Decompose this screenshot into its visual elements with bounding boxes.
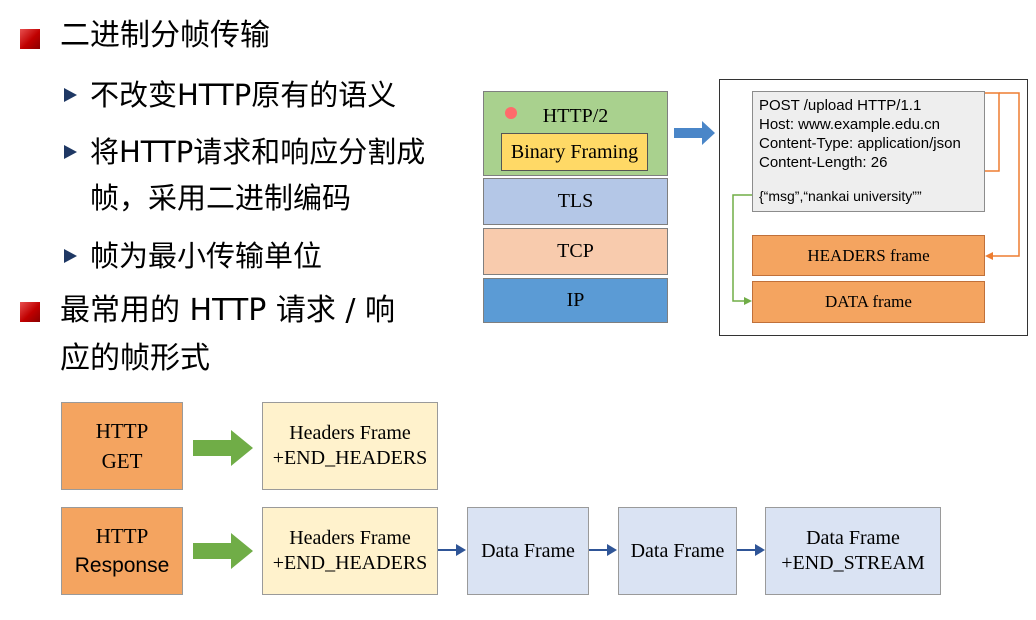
response-headers-frame-box: Headers Frame +END_HEADERS	[262, 507, 438, 595]
data-frame-end-line2: +END_STREAM	[781, 552, 925, 574]
data-frame-label-1: Data Frame	[481, 539, 575, 562]
sub-bullet-split-line2: 帧，采用二进制编码	[90, 181, 352, 215]
http-response-line2: Response	[74, 554, 170, 577]
headers-frame-label: HEADERS frame	[807, 245, 930, 265]
get-headers-frame-box: Headers Frame +END_HEADERS	[262, 402, 438, 490]
triangle-bullet-icon	[64, 88, 77, 102]
data-frame-box-1: Data Frame	[467, 507, 589, 595]
blue-arrow-icon	[438, 544, 466, 556]
bullet-square-icon	[20, 302, 40, 322]
get-headers-line1: Headers Frame	[289, 422, 411, 444]
bullet-common-forms-line1: 最常用的 HTTP 请求 / 响	[60, 293, 396, 328]
data-frame-end-stream-box: Data Frame +END_STREAM	[765, 507, 941, 595]
http-get-box: HTTP GET	[61, 402, 183, 490]
request-body: {“msg”,“nankai university””	[759, 188, 922, 204]
host-header: Host: www.example.edu.cn	[759, 116, 940, 133]
sub-bullet-smallest-unit: 帧为最小传输单位	[90, 239, 323, 273]
http2-label: HTTP/2	[542, 105, 609, 127]
binary-framing-label: Binary Framing	[510, 140, 639, 163]
http-response-line1: HTTP	[95, 524, 149, 548]
data-frame-end-line1: Data Frame	[806, 527, 900, 549]
http-response-box: HTTP Response	[61, 507, 183, 595]
triangle-bullet-icon	[64, 145, 77, 159]
sub-bullet-split-line1: 将HTTP请求和响应分割成	[90, 135, 426, 169]
data-frame-label: DATA frame	[825, 292, 912, 311]
data-frame-box-2: Data Frame	[618, 507, 737, 595]
http-get-line2: GET	[101, 449, 143, 473]
blue-arrow-icon	[589, 544, 617, 556]
ip-layer: IP	[483, 278, 668, 323]
content-type-header: Content-Type: application/json	[759, 135, 961, 152]
ip-label: IP	[566, 289, 585, 311]
content-length-header: Content-Length: 26	[759, 154, 888, 171]
sub-bullet-semantics: 不改变HTTP原有的语义	[90, 78, 397, 112]
data-frame-box: DATA frame	[752, 281, 985, 323]
triangle-bullet-icon	[64, 249, 77, 263]
http-get-line1: HTTP	[95, 419, 149, 443]
green-arrow-icon	[193, 533, 253, 569]
binary-framing-layer: Binary Framing	[501, 133, 648, 171]
tls-label: TLS	[557, 190, 594, 212]
red-dot-icon	[505, 107, 517, 119]
tls-layer: TLS	[483, 178, 668, 225]
green-arrow-icon	[193, 430, 253, 466]
headers-frame-box: HEADERS frame	[752, 235, 985, 276]
mapping-connectors	[732, 92, 1020, 305]
tcp-label: TCP	[557, 240, 594, 262]
request-message: POST /upload HTTP/1.1 Host: www.example.…	[752, 91, 985, 212]
request-line: POST /upload HTTP/1.1	[759, 97, 922, 114]
bullet-common-forms-line2: 应的帧形式	[60, 341, 210, 376]
tcp-layer: TCP	[483, 228, 668, 275]
response-headers-line1: Headers Frame	[289, 527, 411, 549]
data-frame-label-2: Data Frame	[630, 539, 725, 562]
bullet-binary-framing: 二进制分帧传输	[60, 18, 270, 53]
get-headers-line2: +END_HEADERS	[272, 447, 428, 469]
right-arrow-icon	[674, 121, 715, 145]
blue-arrow-icon	[737, 544, 765, 556]
response-headers-line2: +END_HEADERS	[272, 552, 428, 574]
bullet-square-icon	[20, 29, 40, 49]
